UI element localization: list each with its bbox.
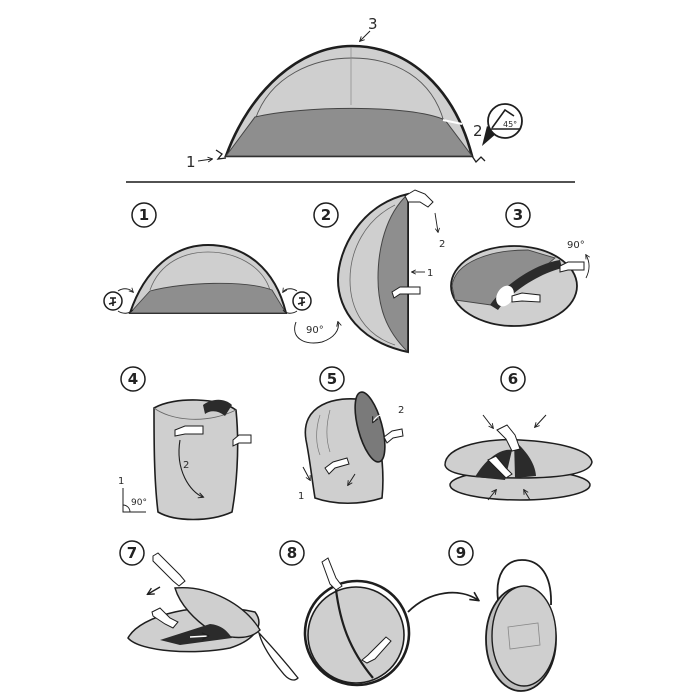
step-9-illustration — [485, 559, 557, 692]
hand-icon — [511, 292, 541, 303]
step-badge-1: 1 — [131, 202, 157, 228]
callout-3-label: 3 — [368, 15, 378, 33]
unhook-right-icon — [283, 289, 312, 314]
hand-icon — [559, 261, 585, 273]
hand-icon — [361, 636, 392, 664]
right-angle-icon: 1 90° — [118, 476, 147, 513]
svg-text:1: 1 — [139, 206, 149, 224]
step-badge-3: 3 — [505, 202, 531, 228]
step-5-label-2: 2 — [398, 405, 404, 416]
step-badges: 1 2 3 4 5 6 7 8 9 — [119, 202, 531, 566]
angle-badge-label: 45° — [503, 120, 517, 129]
callout-1-label: 1 — [186, 153, 196, 171]
step-5-label-1: 1 — [298, 491, 304, 502]
callout-1-arrow — [197, 159, 212, 161]
rotate-90-arrow: 90° — [294, 322, 339, 344]
hand-icon — [383, 428, 404, 444]
step-badge-4: 4 — [120, 366, 146, 392]
bag-label-patch — [507, 622, 541, 650]
step-badge-7: 7 — [119, 540, 145, 566]
hand-icon — [232, 434, 252, 447]
hand-icon — [324, 457, 350, 475]
svg-text:1: 1 — [118, 476, 124, 487]
unhook-left-icon — [103, 289, 133, 314]
strap-icon — [257, 630, 299, 681]
stake-right — [471, 155, 486, 164]
step-4-label-2: 2 — [183, 460, 189, 471]
step-badge-8: 8 — [279, 540, 305, 566]
step-4-illustration: 2 1 90° — [118, 399, 252, 521]
step-8-illustration — [303, 557, 411, 687]
svg-text:6: 6 — [508, 370, 518, 388]
step-3-illustration: 90° — [450, 240, 589, 327]
hand-icon — [391, 286, 421, 299]
overview-tent: 1 3 2 45° — [186, 15, 523, 171]
step-badge-2: 2 — [313, 202, 339, 228]
svg-text:90°: 90° — [306, 325, 324, 336]
step-badge-5: 5 — [319, 366, 345, 392]
angle-badge: 45° — [482, 103, 523, 146]
svg-text:7: 7 — [127, 544, 137, 562]
step-2-label-2: 2 — [439, 239, 445, 250]
svg-text:8: 8 — [287, 544, 297, 562]
callout-2-label: 2 — [473, 122, 483, 140]
svg-text:2: 2 — [321, 206, 331, 224]
transition-arrow — [407, 591, 478, 613]
hand-icon — [321, 557, 343, 591]
step-3-rotate-label: 90° — [567, 240, 585, 251]
svg-text:9: 9 — [456, 544, 466, 562]
hand-icon — [151, 607, 179, 629]
hand-icon — [487, 455, 513, 479]
svg-text:5: 5 — [327, 370, 337, 388]
hand-icon — [152, 552, 186, 587]
bag-handle — [496, 559, 552, 606]
svg-text:4: 4 — [128, 370, 138, 388]
step-7-illustration — [127, 552, 299, 681]
step-badge-9: 9 — [448, 540, 474, 566]
step-2-illustration: 2 1 — [336, 189, 445, 354]
svg-text:3: 3 — [513, 206, 523, 224]
hand-icon — [496, 424, 521, 452]
hand-icon — [174, 425, 204, 437]
step-6-illustration — [444, 414, 593, 501]
callout-3-arrow — [360, 30, 371, 41]
stake-left — [215, 149, 227, 160]
step-badge-6: 6 — [500, 366, 526, 392]
step-2-label-1: 1 — [427, 268, 433, 279]
svg-text:90°: 90° — [131, 498, 147, 508]
hand-icon — [404, 189, 434, 208]
step-1-illustration: 90° — [103, 243, 339, 344]
step-5-illustration: 2 1 — [298, 391, 404, 504]
